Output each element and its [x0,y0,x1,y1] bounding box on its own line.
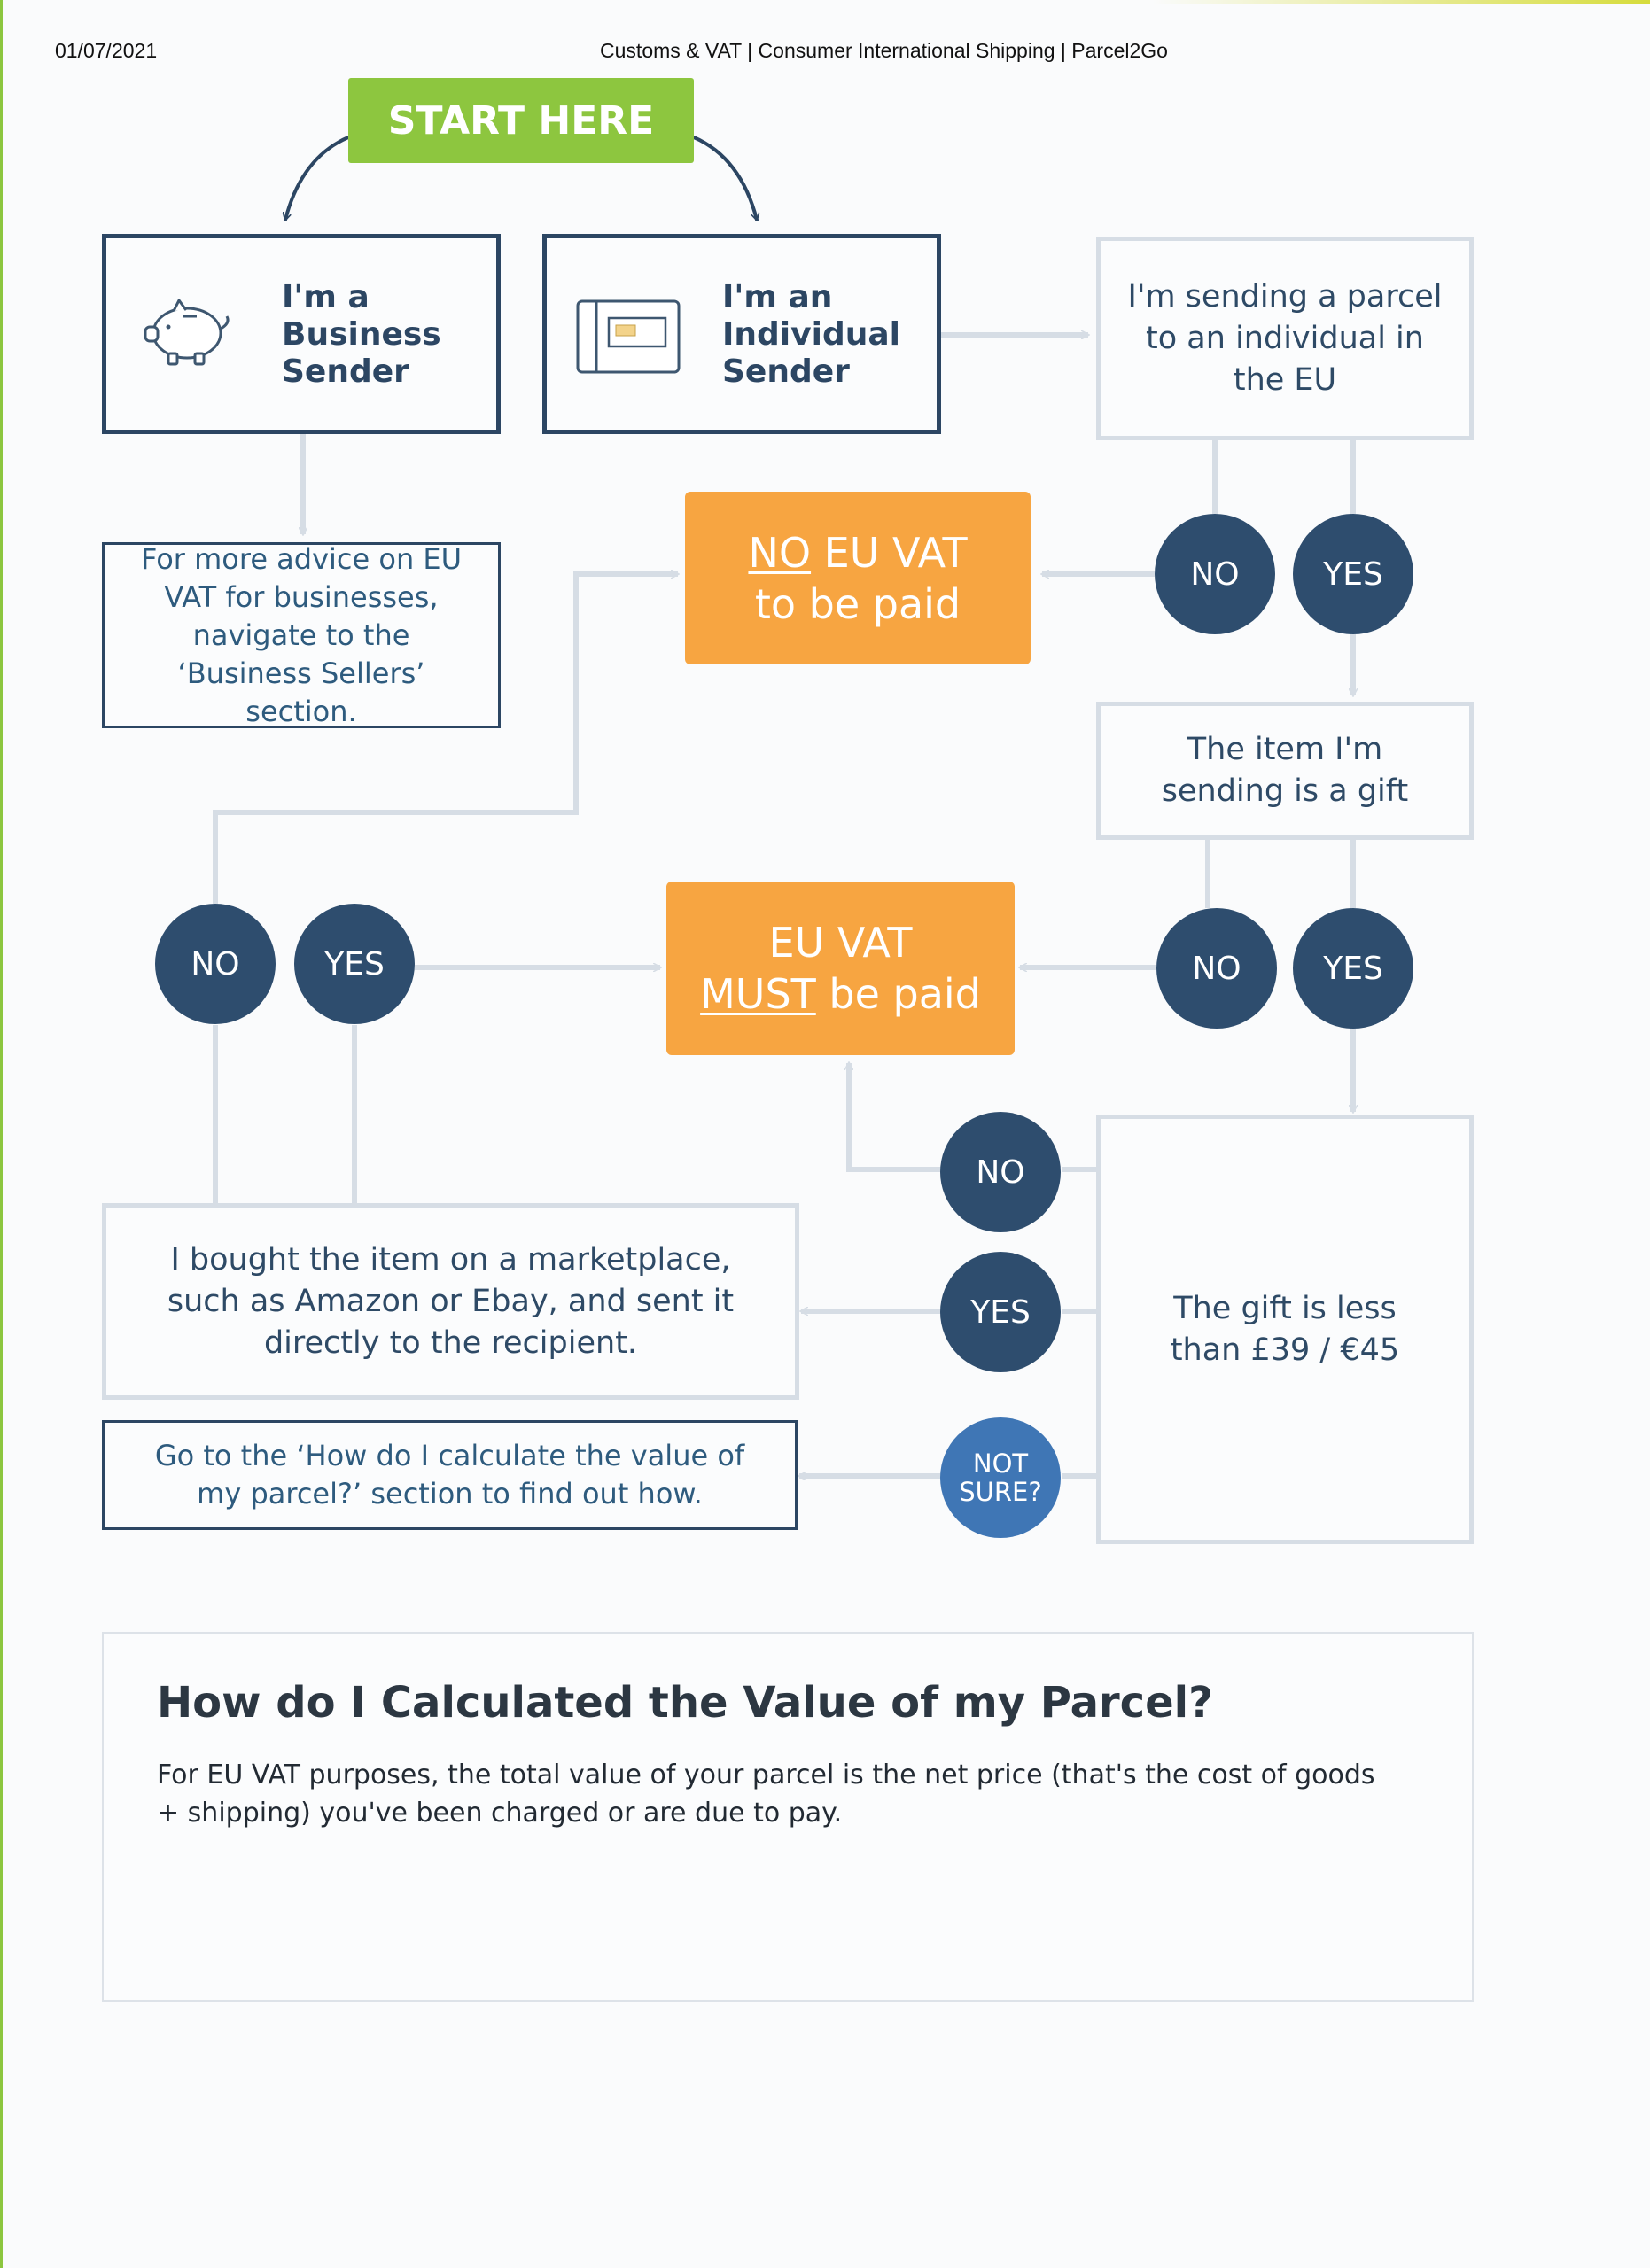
scan-edge [0,0,3,2268]
value-question-text: The gift is less than £39 / €45 [1170,1290,1400,1368]
piggy-bank-icon [144,299,230,366]
print-page-title: Customs & VAT | Consumer International S… [600,39,1168,62]
eu-individual-question-text: I'm sending a parcel to an individual in… [1127,278,1443,398]
value-question-no-answer: NO [940,1112,1061,1232]
value-question-not-sure-answer: NOT SURE? [940,1418,1061,1538]
value-question-yes-answer: YES [940,1252,1061,1372]
no-vat-line-2: to be paid [754,579,961,628]
calc-value-section: How do I Calculated the Value of my Parc… [102,1632,1474,2002]
print-date: 01/07/2021 [55,39,158,62]
marketplace-yes-answer: YES [294,904,415,1024]
individual-sender-box: I'm an Individual Sender [542,234,941,434]
id-card-icon [576,299,681,374]
no-vat-result-box: NO EU VAT to be paid [685,492,1031,664]
must-vat-line-2: MUST be paid [700,970,981,1018]
no-vat-line-1: NO EU VAT [748,528,968,577]
gift-question-box: The item I'm sending is a gift [1096,702,1474,840]
must-vat-emphasis: MUST [700,970,816,1018]
value-question-box: The gift is less than £39 / €45 [1096,1115,1474,1544]
marketplace-question-box: I bought the item on a marketplace, such… [102,1203,799,1400]
scan-edge-top [1152,0,1650,4]
individual-sender-label: I'm an Individual Sender [722,279,900,390]
calc-pointer-text: Go to the ‘How do I calculate the value … [154,1439,745,1511]
start-to-business-arrow [285,136,350,220]
start-to-individual-arrow [692,136,757,220]
eu-question-no-answer: NO [1155,514,1275,634]
no-vat-emphasis: NO [748,528,812,577]
calc-pointer-box: Go to the ‘How do I calculate the value … [102,1420,798,1530]
business-sender-box: I'm a Business Sender [102,234,501,434]
gift-question-text: The item I'm sending is a gift [1161,732,1409,809]
marketplace-no-to-no-vat-connector [213,574,678,904]
must-vat-line-1: EU VAT [768,919,913,967]
must-vat-result-box: EU VAT MUST be paid [666,882,1015,1055]
calc-value-heading: How do I Calculated the Value of my Parc… [157,1678,1213,1728]
gift-question-no-answer: NO [1156,908,1277,1029]
marketplace-no-answer: NO [155,904,276,1024]
business-advice-text: For more advice on EU VAT for businesses… [140,541,463,728]
gift-question-yes-answer: YES [1293,908,1413,1029]
eu-question-yes-answer: YES [1293,514,1413,634]
start-here-label: START HERE [348,78,694,163]
value-no-to-must-vat-connector [849,1063,942,1172]
eu-individual-question-box: I'm sending a parcel to an individual in… [1096,237,1474,440]
marketplace-question-text: I bought the item on a marketplace, such… [167,1241,735,1361]
business-sender-label: I'm a Business Sender [282,279,441,390]
calc-value-body: For EU VAT purposes, the total value of … [157,1759,1375,1829]
business-advice-box: For more advice on EU VAT for businesses… [102,542,501,728]
